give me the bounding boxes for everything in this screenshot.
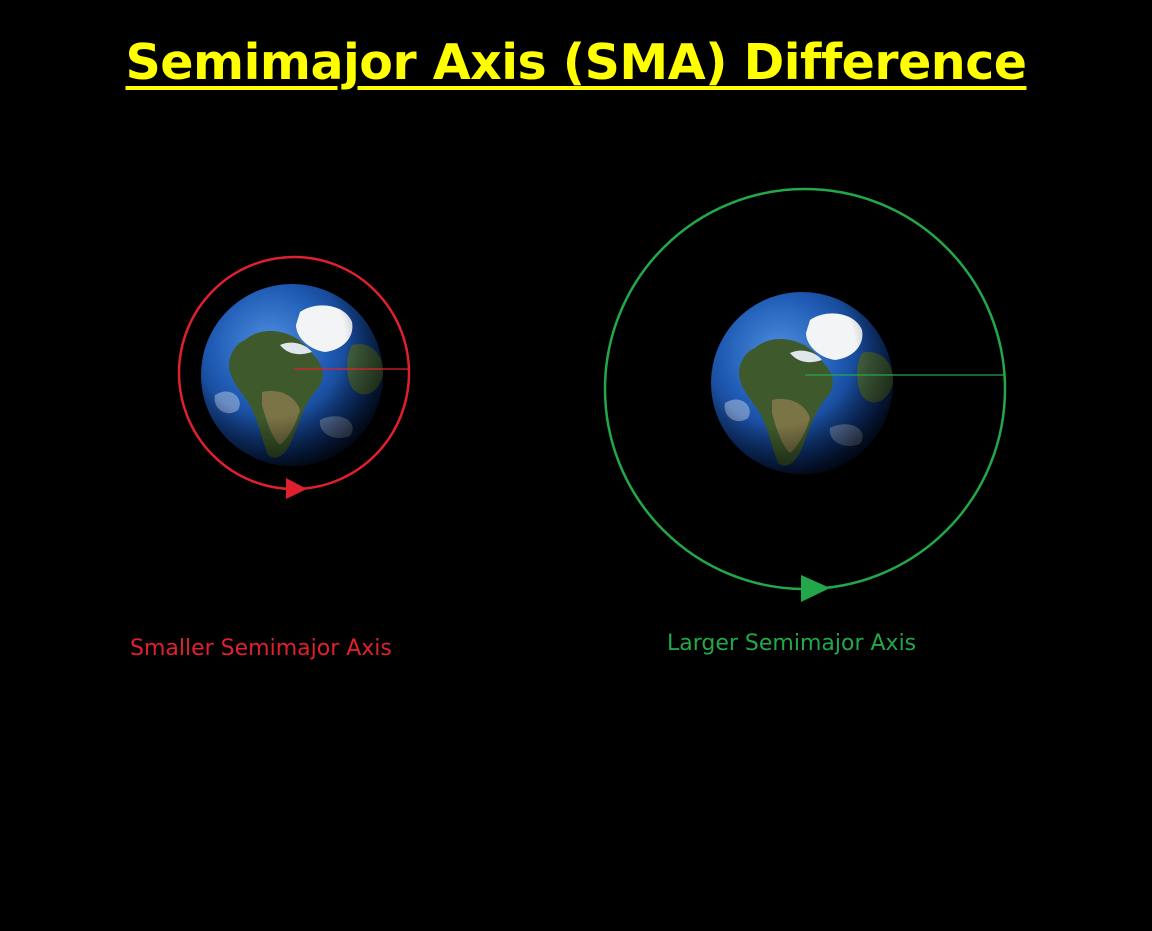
page-title-text: Semimajor Axis (SMA) Difference — [125, 34, 1027, 91]
small-orbit-label: Smaller Semimajor Axis — [130, 636, 392, 661]
large-orbit-group — [603, 187, 1007, 602]
large-orbit-arrowhead-icon — [801, 575, 830, 602]
large-orbit-label: Larger Semimajor Axis — [667, 631, 917, 656]
page-title: Semimajor Axis (SMA) Difference — [0, 28, 1152, 98]
small-orbit-group — [177, 255, 411, 499]
small-orbit-arrowhead-icon — [286, 478, 307, 499]
earth-globe-icon — [711, 292, 893, 474]
earth-globe-icon — [201, 284, 383, 466]
